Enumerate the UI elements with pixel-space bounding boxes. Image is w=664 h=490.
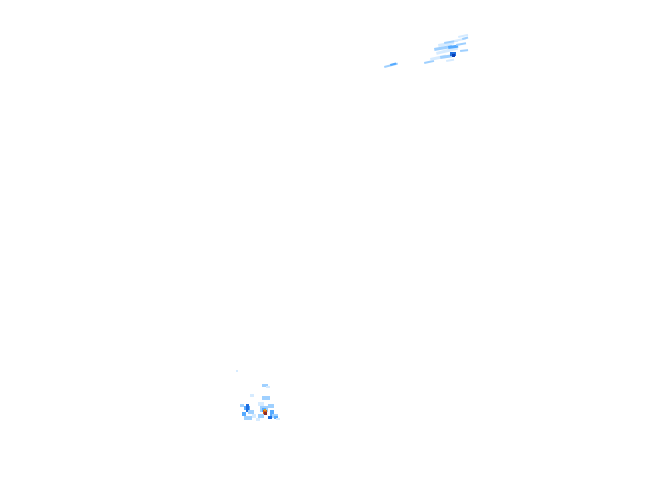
- radar-echo-cell: [246, 404, 249, 412]
- radar-echo-cell: [264, 412, 267, 415]
- radar-echo-cell: [258, 414, 264, 418]
- radar-echo-cell: [248, 410, 254, 414]
- radar-echo-cell: [240, 404, 244, 407]
- radar-echo-cell: [274, 416, 278, 419]
- radar-echo-cell: [256, 418, 260, 421]
- radar-echo-cell: [270, 410, 274, 416]
- radar-echo-cell: [452, 54, 455, 57]
- radar-echo-cell: [244, 416, 252, 420]
- radar-echo-cell: [266, 386, 270, 388]
- radar-echo-cell: [460, 49, 469, 52]
- radar-echo-cell: [446, 58, 455, 62]
- radar-echo-cell: [264, 409, 266, 411]
- radar-echo-cell: [236, 370, 238, 372]
- radar-echo-cell: [250, 394, 254, 397]
- radar-echo-cell: [268, 416, 272, 419]
- radar-echo-cell: [276, 418, 280, 420]
- radar-echo-cell: [456, 42, 467, 46]
- radar-echo-cell: [424, 59, 435, 64]
- radar-echo-cell: [242, 412, 246, 416]
- radar-echo-cell: [268, 404, 274, 408]
- radar-echo-cell: [262, 396, 270, 400]
- radar-echo-cell: [262, 384, 268, 387]
- radar-echo-cell: [252, 414, 256, 418]
- radar-echo-cell: [258, 402, 264, 406]
